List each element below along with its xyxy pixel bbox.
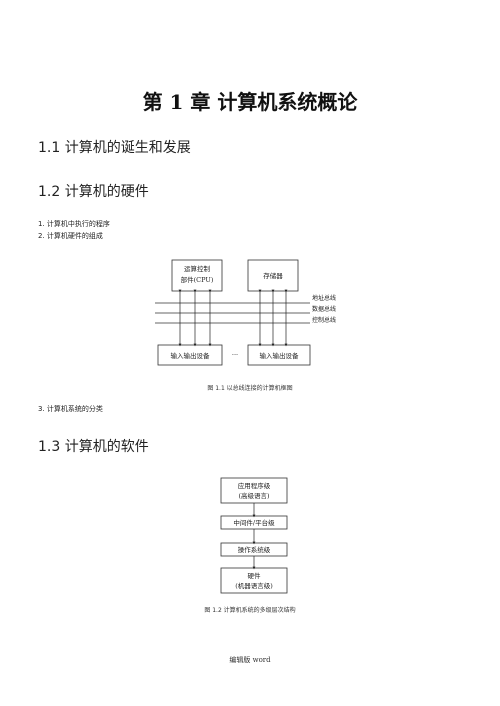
bus-computer-diagram: 运算控制 部件(CPU) 存储器 地址总线 数据总线 控制总线 输入输出设备 ·… bbox=[155, 259, 336, 366]
io-right-label: 输入输出设备 bbox=[260, 351, 300, 360]
control-bus-label: 控制总线 bbox=[312, 316, 336, 324]
memory-label: 存储器 bbox=[263, 271, 283, 280]
cpu-label-line1: 运算控制 bbox=[184, 264, 211, 273]
figure-1-caption: 图 1.1 以总线连接的计算机框图 bbox=[207, 385, 293, 392]
data-bus-label: 数据总线 bbox=[312, 305, 336, 313]
list-item: 1. 计算机中执行的程序 bbox=[38, 220, 110, 228]
os-level-label: 操作系统级 bbox=[238, 545, 271, 554]
application-level-label: 应用程序级 bbox=[238, 481, 271, 490]
io-left-label: 输入输出设备 bbox=[171, 351, 211, 360]
io-device-box-left bbox=[157, 344, 223, 366]
application-level-sublabel: (高级语言) bbox=[238, 491, 270, 500]
section-heading-1-1: 1.1 计算机的诞生和发展 bbox=[38, 140, 191, 156]
figure-2-caption: 图 1.2 计算机系统的多级层次结构 bbox=[204, 607, 296, 614]
memory-box bbox=[247, 259, 299, 292]
cpu-box bbox=[171, 259, 223, 292]
layered-system-diagram: 应用程序级 (高级语言) 中间件/平台级 操作系统级 硬件 (机器语言级) bbox=[220, 477, 288, 594]
page-footer: 编辑版 word bbox=[229, 656, 271, 664]
cpu-label-line2: 部件(CPU) bbox=[181, 275, 214, 284]
section-heading-1-3: 1.3 计算机的软件 bbox=[38, 439, 149, 455]
chapter-title: 第 1 章 计算机系统概论 bbox=[142, 90, 358, 114]
list-item: 2. 计算机硬件的组成 bbox=[38, 232, 103, 240]
application-level-box bbox=[220, 477, 288, 504]
ellipsis-label: ··· bbox=[232, 351, 238, 359]
list-item: 3. 计算机系统的分类 bbox=[38, 405, 103, 413]
middleware-level-label: 中间件/平台级 bbox=[233, 518, 275, 527]
hardware-level-sublabel: (机器语言级) bbox=[235, 581, 273, 590]
hardware-level-label: 硬件 bbox=[248, 571, 262, 580]
io-device-box-right bbox=[247, 344, 311, 366]
address-bus-label: 地址总线 bbox=[312, 294, 336, 302]
section-heading-1-2: 1.2 计算机的硬件 bbox=[38, 184, 149, 200]
